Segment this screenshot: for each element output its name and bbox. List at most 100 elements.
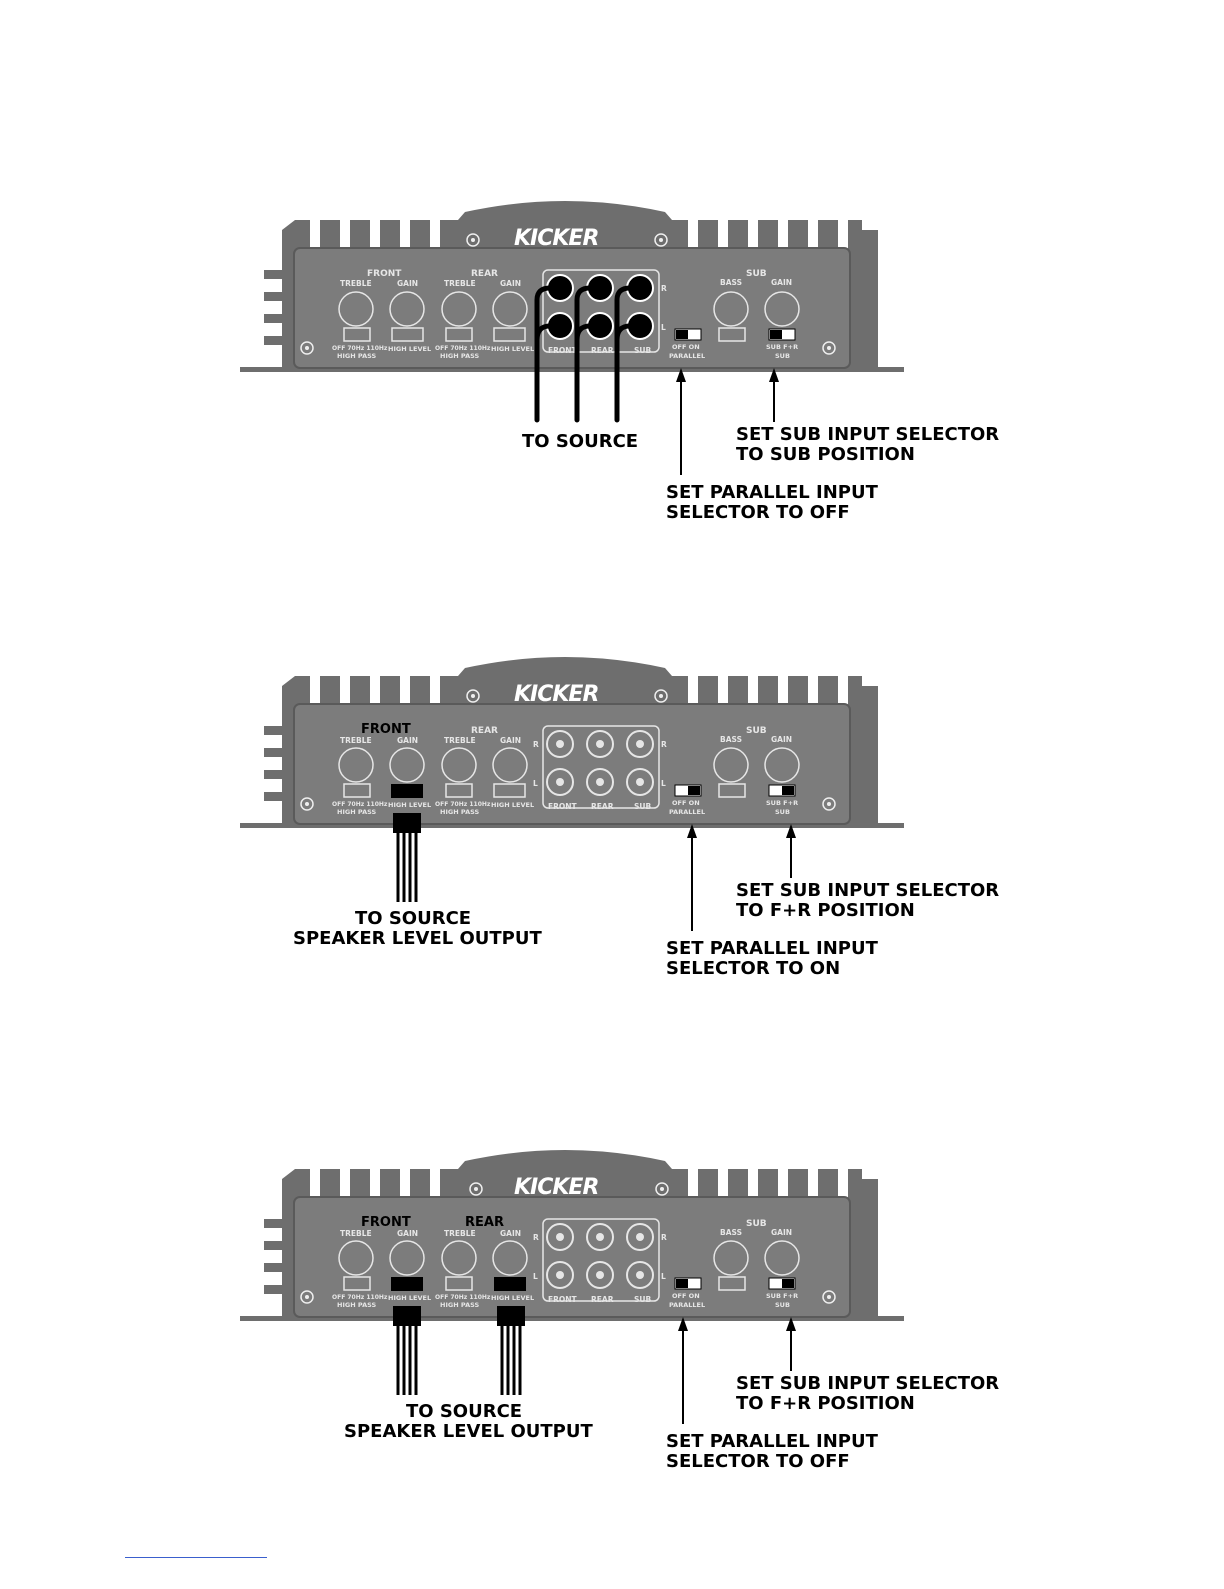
arrow-up-icon [786,824,796,838]
front-gain-knob[interactable] [389,747,425,783]
parallel-instruction-2: SELECTOR TO OFF [666,1451,850,1472]
high-level-cable [393,813,421,902]
rear-treble-knob[interactable] [441,291,477,327]
gain-label: GAIN [397,279,418,288]
arrow-up-icon [687,824,697,838]
gain-label: GAIN [771,1228,792,1237]
rear-high-pass-switch[interactable] [445,327,473,342]
bass-switch[interactable] [718,1276,746,1291]
rear-high-pass-switch[interactable] [445,1276,473,1291]
high-level-label: HIGH LEVEL [491,345,534,353]
rear-gain-knob[interactable] [492,291,528,327]
front-treble-knob[interactable] [338,1240,374,1276]
amplifier-diagram-2: KICKER FRONT REAR SUB TREBLE GAIN TREBLE… [240,657,999,979]
sub-small-label: SUB [775,1301,790,1309]
parallel-instruction: SET PARALLEL INPUT [666,1431,879,1452]
callout-arrows [680,380,775,475]
bass-switch[interactable] [718,783,746,798]
rear-treble-knob[interactable] [441,747,477,783]
parallel-label: PARALLEL [669,808,705,816]
front-high-pass-switch[interactable] [343,1276,371,1291]
parallel-instruction: SET PARALLEL INPUT [666,482,879,503]
sub-small-label: SUB [775,808,790,816]
callout-arrows [691,836,792,931]
front-high-level-input[interactable] [391,784,423,798]
bass-knob[interactable] [713,1240,749,1276]
sub-label: SUB [746,726,767,736]
rear-gain-knob[interactable] [492,1240,528,1276]
treble-label: TREBLE [444,279,476,288]
sub-gain-knob[interactable] [764,747,800,783]
sub-selector-instruction-2: TO F+R POSITION [736,1393,915,1414]
rear-high-level-cable [497,1306,525,1395]
bass-label: BASS [720,1228,742,1237]
high-level-label: HIGH LEVEL [491,801,534,809]
rear-high-level-input[interactable] [494,1277,526,1291]
to-source-label: TO SOURCE [406,1401,522,1422]
high-level-label: HIGH LEVEL [388,801,431,809]
rca-sub-label: SUB [634,1295,651,1304]
front-label: FRONT [367,269,402,279]
front-treble-knob[interactable] [338,291,374,327]
treble-label: TREBLE [340,1229,372,1238]
sub-selector-instruction-2: TO SUB POSITION [736,444,915,465]
high-pass-label: HIGH PASS [440,1301,479,1309]
front-high-level-input[interactable] [391,1277,423,1291]
sub-input-selector[interactable] [768,1277,796,1290]
rca-cables [534,285,633,423]
diagram-1-rca-input: KICKER FRONT REAR SUB TREBLE GAIN TREBLE… [0,200,1224,640]
rear-high-level-input[interactable] [493,327,526,342]
sub-fr-label: SUB F+R [766,1292,798,1300]
bass-knob[interactable] [713,291,749,327]
rear-high-level-input[interactable] [493,783,526,798]
high-level-label: HIGH LEVEL [491,1294,534,1302]
sub-gain-knob[interactable] [764,1240,800,1276]
parallel-switch[interactable] [674,784,702,797]
rca-sub-label: SUB [634,802,651,811]
rca-left-label: L [661,779,666,788]
rca-right-label: R [533,740,539,749]
parallel-label: PARALLEL [669,352,705,360]
high-level-label: HIGH LEVEL [388,1294,431,1302]
front-high-pass-switch[interactable] [343,783,371,798]
gain-label: GAIN [500,1229,521,1238]
treble-label: TREBLE [340,279,372,288]
amplifier-diagram-1: KICKER FRONT REAR SUB TREBLE GAIN TREBLE… [240,201,999,523]
front-high-pass-switch[interactable] [343,327,371,342]
parallel-instruction-2: SELECTOR TO OFF [666,502,850,523]
front-high-level-input[interactable] [391,327,424,342]
gain-label: GAIN [397,1229,418,1238]
gain-label: GAIN [397,736,418,745]
rear-high-pass-switch[interactable] [445,783,473,798]
bass-switch[interactable] [718,327,746,342]
rear-treble-knob[interactable] [441,1240,477,1276]
front-gain-knob[interactable] [389,1240,425,1276]
bass-knob[interactable] [713,747,749,783]
treble-label: TREBLE [444,1229,476,1238]
sub-input-selector[interactable] [768,328,796,341]
parallel-switch[interactable] [674,1277,702,1290]
rear-label: REAR [471,269,498,279]
parallel-switch[interactable] [674,328,702,341]
rear-label: REAR [471,726,498,736]
hp-freqs-label: OFF 70Hz 110Hz [435,345,491,352]
front-label: FRONT [361,722,411,737]
high-pass-label: HIGH PASS [337,1301,376,1309]
sub-input-selector[interactable] [768,784,796,797]
hp-freqs-label: OFF 70Hz 110Hz [332,345,388,352]
sub-label: SUB [746,269,767,279]
parallel-instruction: SET PARALLEL INPUT [666,938,879,959]
sub-selector-instruction: SET SUB INPUT SELECTOR [736,1373,999,1394]
rca-sub-label: SUB [634,346,651,355]
rca-front-label: FRONT [548,1295,578,1304]
rear-gain-knob[interactable] [492,747,528,783]
rca-rear-label: REAR [591,1295,614,1304]
front-treble-knob[interactable] [338,747,374,783]
hp-freqs-label: OFF 70Hz 110Hz [435,801,491,808]
rca-front-label: FRONT [548,346,578,355]
sub-selector-instruction: SET SUB INPUT SELECTOR [736,424,999,445]
sub-gain-knob[interactable] [764,291,800,327]
callout-arrows [682,1329,792,1424]
front-gain-knob[interactable] [389,291,425,327]
rca-right-label: R [661,1233,667,1242]
